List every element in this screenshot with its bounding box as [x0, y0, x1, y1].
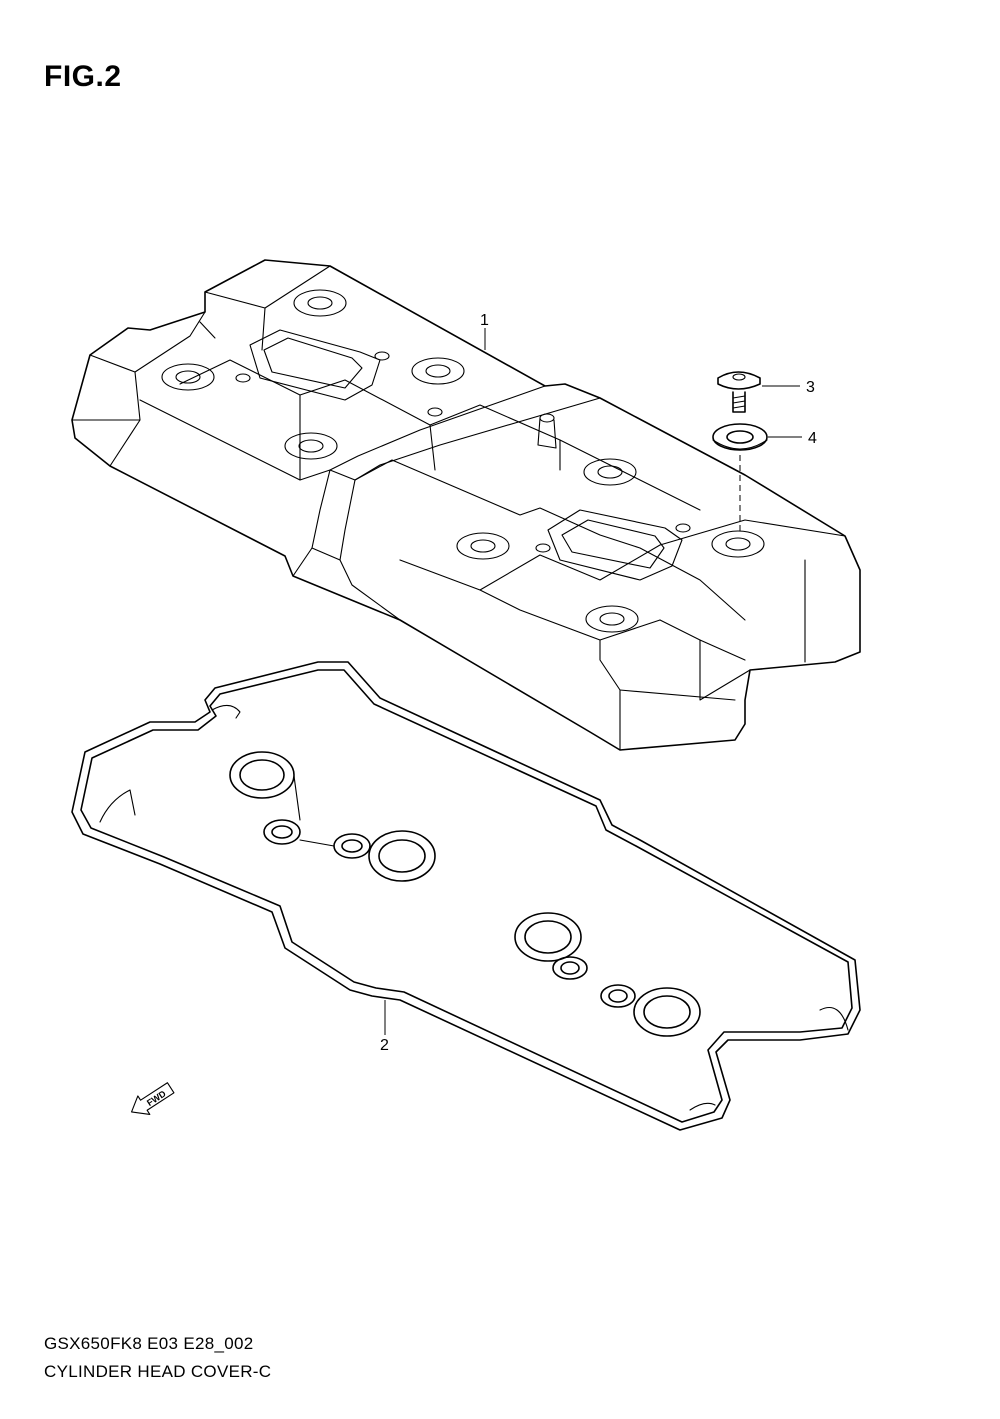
callout-label-1: 1	[480, 312, 489, 329]
figure-title: FIG.2	[44, 60, 122, 93]
callout-label-3: 3	[806, 379, 815, 396]
cylinder-head-cover[interactable]	[71, 259, 861, 751]
fwd-arrow-icon: FWD	[130, 1082, 175, 1115]
callout-2: 2	[380, 1000, 389, 1054]
callout-label-4: 4	[808, 430, 817, 447]
callout-1: 1	[480, 312, 489, 350]
fwd-label: FWD	[145, 1088, 168, 1108]
washer[interactable]	[712, 423, 768, 451]
bolt[interactable]	[717, 371, 761, 413]
mounting-boss-holes	[161, 289, 765, 633]
model-code: GSX650FK8 E03 E28_002	[44, 1334, 254, 1353]
gasket-seal-rings-a	[229, 751, 436, 882]
callout-3: 3	[762, 379, 815, 396]
gasket-seal-rings-b	[514, 912, 701, 1037]
section-name: CYLINDER HEAD COVER-C	[44, 1362, 272, 1381]
callout-4: 4	[768, 430, 817, 447]
callout-label-2: 2	[380, 1037, 389, 1054]
gasket[interactable]	[71, 661, 861, 1131]
